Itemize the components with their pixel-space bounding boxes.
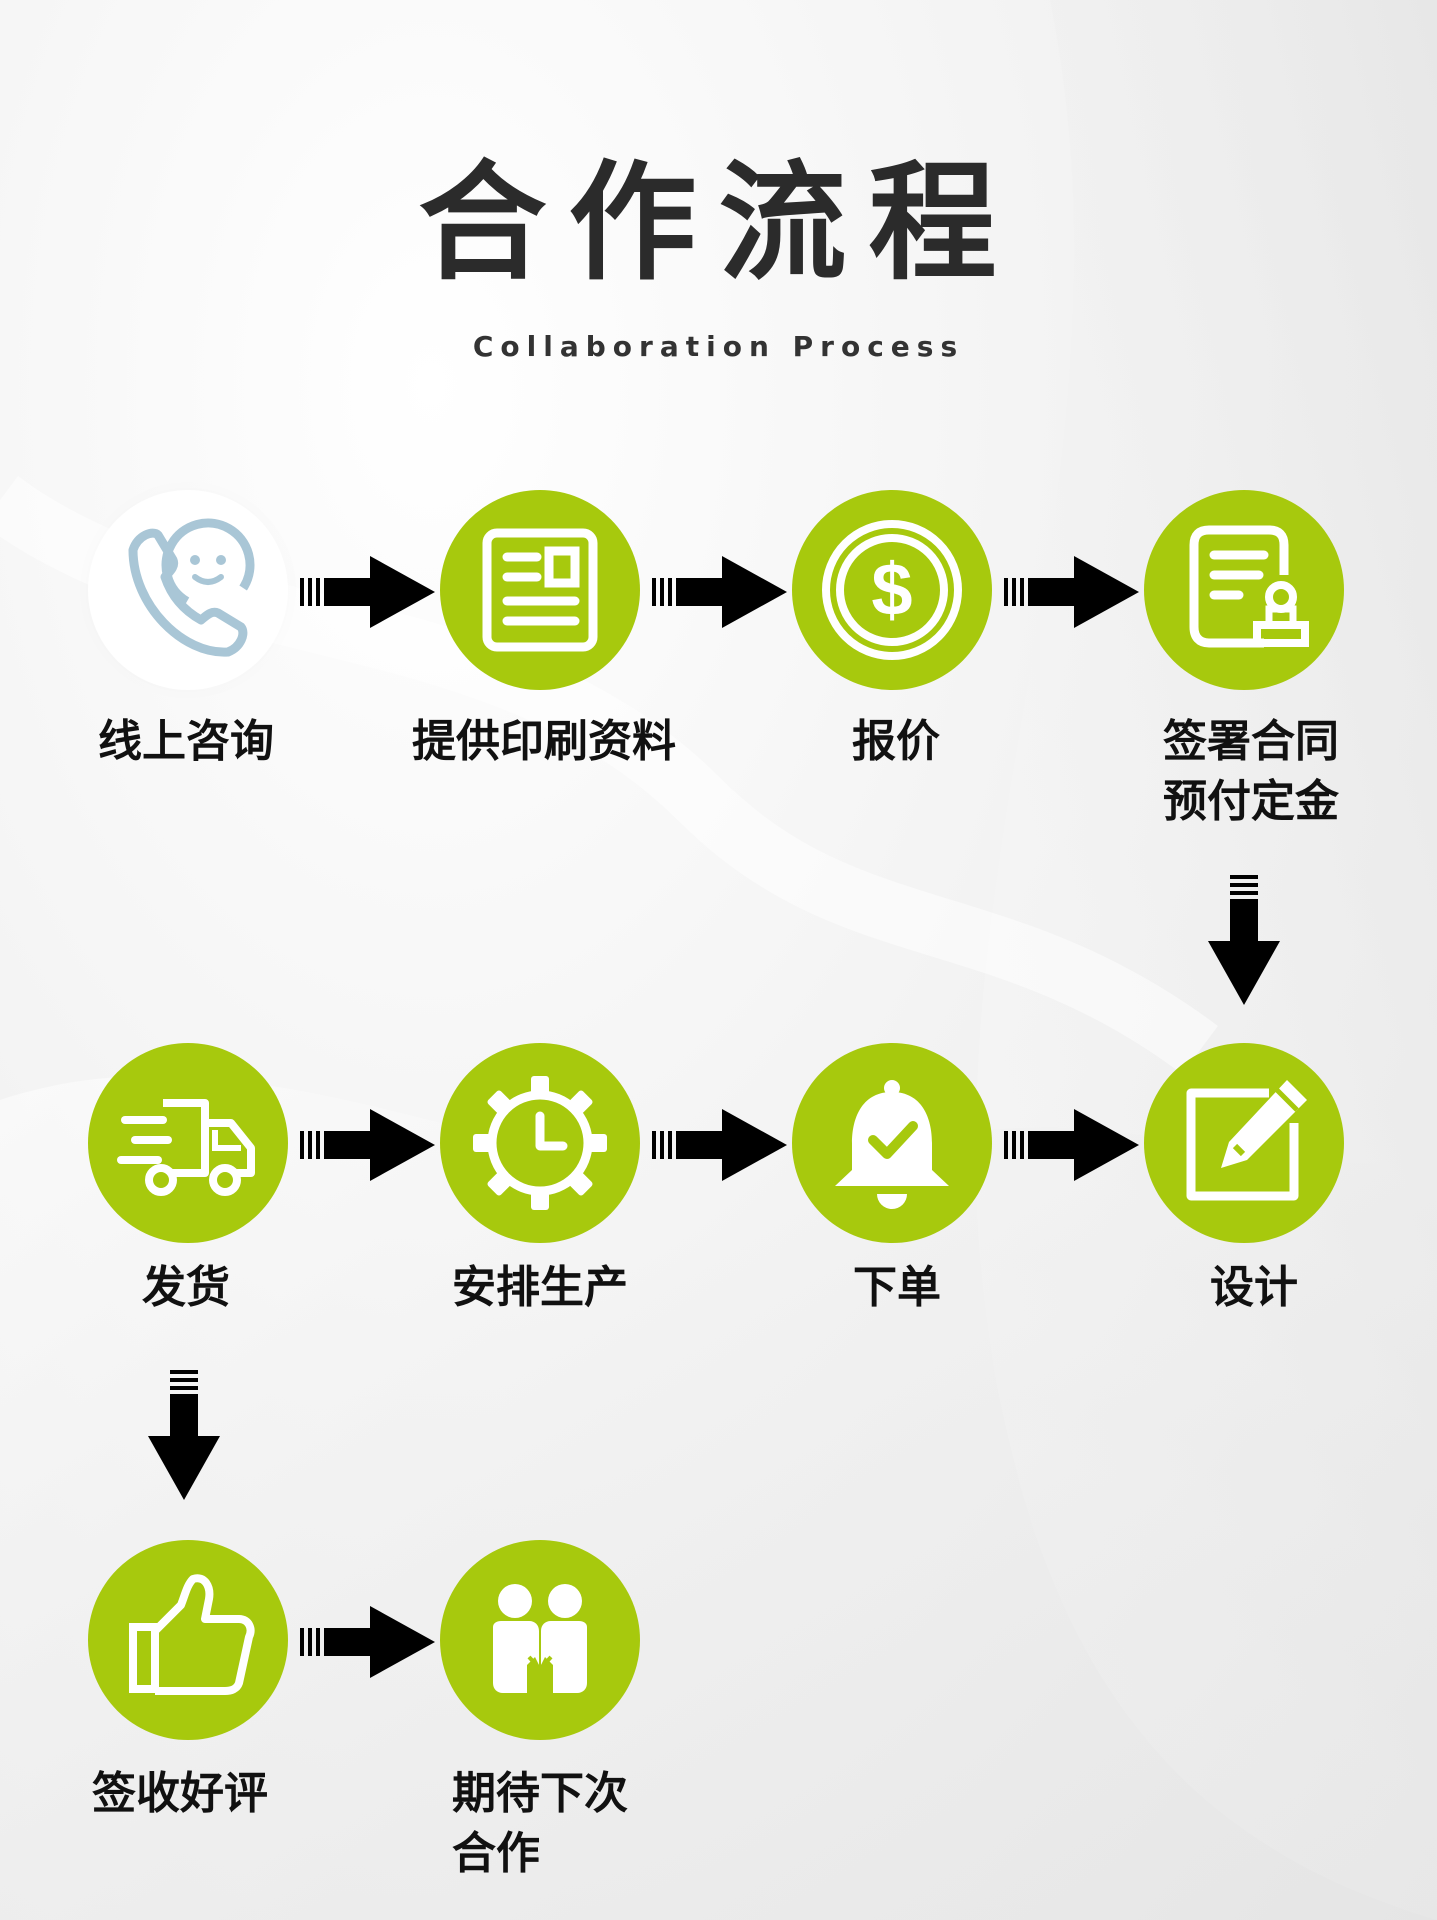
step-circle (88, 1540, 288, 1740)
page-subtitle: Collaboration Process (472, 330, 965, 363)
handshake-people-icon (493, 1584, 587, 1693)
step-circle (1144, 1043, 1344, 1243)
step-online-consult (88, 490, 288, 690)
phone-smile-icon (128, 518, 255, 657)
step-provide-materials (440, 490, 640, 690)
step-circle (88, 1043, 288, 1243)
arrow-right (1004, 1109, 1139, 1181)
step-label: 签署合同 预付定金 (1163, 712, 1339, 832)
arrow-right (652, 1109, 787, 1181)
arrow-right (1004, 556, 1139, 628)
arrow-right (300, 1606, 435, 1678)
arrow-down (1208, 875, 1280, 1005)
document-icon (482, 528, 598, 652)
step-label: 报价 (852, 716, 940, 767)
step-label: 发货 (142, 1262, 230, 1313)
step-label: 设计 (1210, 1262, 1298, 1313)
gear-clock-icon (473, 1076, 607, 1210)
step-future-cooperation (440, 1540, 640, 1740)
step-production (440, 1043, 640, 1243)
step-label: 签收好评 (92, 1768, 268, 1819)
step-circle (440, 1043, 640, 1243)
step-label-line: 合作 (452, 1828, 540, 1879)
step-place-order (792, 1043, 992, 1243)
arrow-right (300, 1109, 435, 1181)
step-label-line: 签署合同 (1163, 716, 1339, 767)
step-label: 下单 (853, 1262, 941, 1313)
arrow-right (652, 556, 787, 628)
thumbs-up-icon (129, 1574, 255, 1695)
bell-check-icon (835, 1080, 949, 1209)
page-title: 合作流程 (418, 149, 1019, 298)
step-label: 期待下次 合作 (452, 1764, 628, 1884)
step-circle (440, 490, 640, 690)
delivery-truck-icon (117, 1099, 255, 1196)
contract-stamp-icon (1189, 525, 1309, 648)
step-circle (440, 1540, 640, 1740)
arrow-right (300, 556, 435, 628)
step-circle (1144, 490, 1344, 690)
arrow-down (148, 1370, 220, 1500)
step-quote: $ (792, 490, 992, 690)
step-circle (88, 490, 288, 690)
step-label: 线上咨询 (98, 716, 274, 767)
step-label-line: 预付定金 (1163, 776, 1339, 827)
step-design (1144, 1043, 1344, 1243)
step-sign-contract (1144, 490, 1344, 690)
step-receipt-review (88, 1540, 288, 1740)
step-label: 安排生产 (452, 1262, 628, 1313)
edit-pencil-icon (1186, 1080, 1307, 1201)
step-circle (792, 1043, 992, 1243)
step-circle: $ (792, 490, 992, 690)
step-shipping (88, 1043, 288, 1243)
dollar-coin-icon: $ (822, 520, 962, 660)
step-label: 提供印刷资料 (412, 716, 676, 767)
svg-text:$: $ (871, 548, 912, 631)
step-label-line: 期待下次 (452, 1768, 628, 1819)
